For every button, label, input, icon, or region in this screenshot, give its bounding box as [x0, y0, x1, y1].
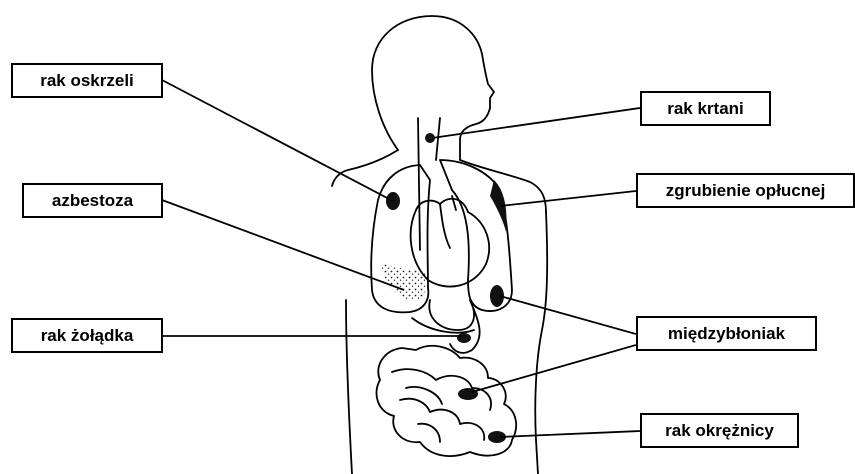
- leader-azbestoza: [162, 200, 404, 290]
- label-rak-oskrzeli: rak oskrzeli: [11, 63, 163, 98]
- left-torso-outline: [346, 300, 352, 474]
- label-miedzyblonak: międzybłoniak: [636, 316, 817, 351]
- label-rak-zoladka: rak żołądka: [11, 318, 163, 353]
- leader-miedzyblonak-1: [500, 296, 636, 334]
- stomach-outline: [429, 300, 479, 353]
- leader-zgrubienie: [500, 191, 636, 206]
- leader-rak-krtani: [432, 108, 640, 138]
- stomach-tumor: [457, 333, 471, 343]
- label-azbestoza: azbestoza: [22, 183, 163, 218]
- label-rak-krtani: rak krtani: [640, 91, 771, 126]
- label-zgrubienie-oplucnej: zgrubienie opłucnej: [636, 173, 855, 208]
- leader-rak-okreznicy: [500, 431, 640, 437]
- leader-rak-oskrzeli: [162, 80, 393, 201]
- colon-mesothelioma-spot: [458, 388, 478, 400]
- leader-miedzyblonak-2: [472, 345, 636, 392]
- label-rak-okreznicy: rak okrężnicy: [640, 413, 799, 448]
